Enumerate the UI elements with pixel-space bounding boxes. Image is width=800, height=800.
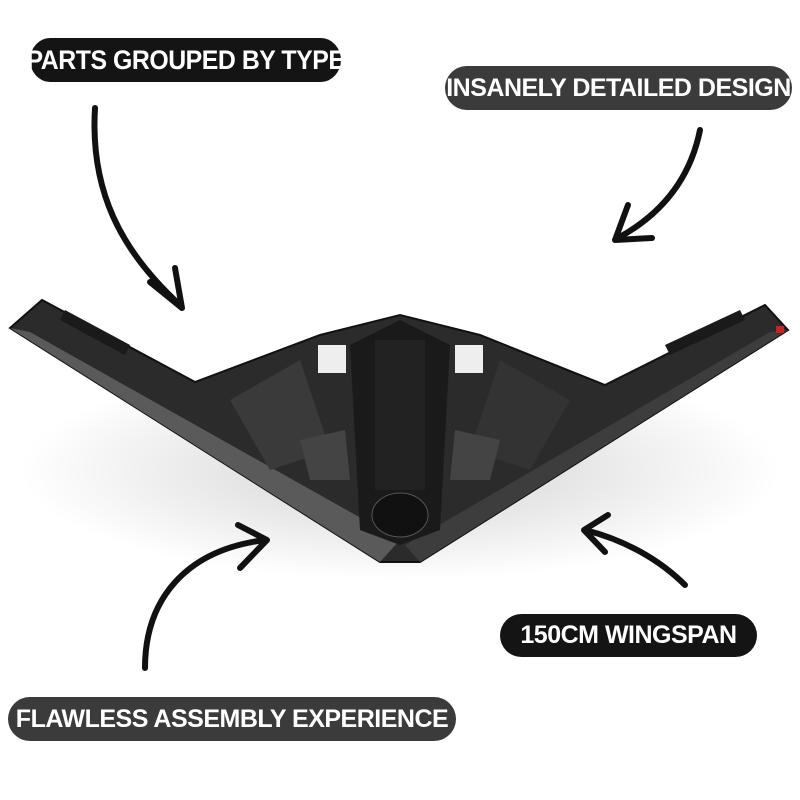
arrow-to-parts [91, 105, 183, 308]
arrowhead-icon [612, 202, 655, 243]
arrow-to-design [615, 127, 703, 241]
label-parts-grouped: PARTS GROUPED BY TYPE [27, 38, 345, 82]
arrow-to-assembly [142, 537, 268, 671]
arrow-to-wingspan [582, 527, 688, 588]
stealth-bomber-model [8, 298, 790, 563]
arrowhead-icon [235, 522, 270, 571]
label-detailed-design: INSANELY DETAILED DESIGN [445, 66, 792, 110]
label-assembly: FLAWLESS ASSEMBLY EXPERIENCE [8, 697, 456, 741]
label-wingspan: 150CM WINGSPAN [500, 614, 757, 657]
arrowhead-icon [147, 265, 185, 311]
arrowhead-icon [581, 512, 611, 555]
